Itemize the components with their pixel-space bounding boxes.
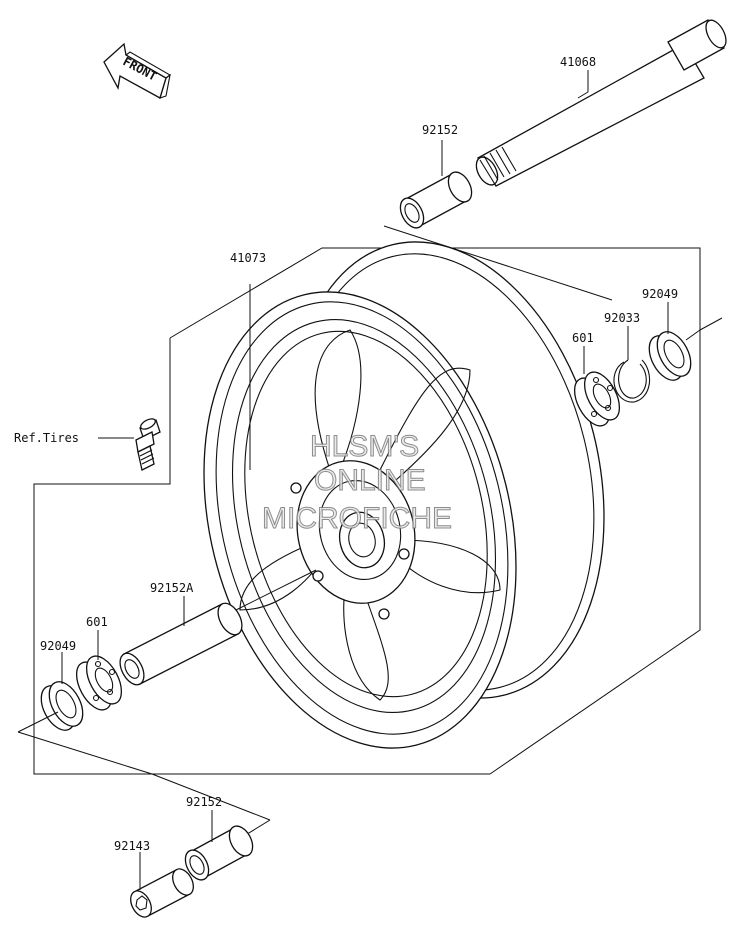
part-number-92033: 92033 — [604, 311, 640, 325]
part-number-92152A: 92152A — [150, 581, 194, 595]
oil-seal-92049-right — [648, 302, 692, 381]
watermark: HLSM'S ONLINE MICROFICHE — [262, 430, 453, 536]
collar-92143 — [130, 852, 194, 918]
watermark-line3: MICROFICHE — [262, 502, 452, 535]
part-number-41068: 41068 — [560, 55, 596, 69]
part-number-92049-left: 92049 — [40, 639, 76, 653]
wheel-41073 — [203, 241, 605, 749]
part-number-92049-right: 92049 — [642, 287, 678, 301]
part-number-601-left: 601 — [86, 615, 108, 629]
part-number-601-right: 601 — [572, 331, 594, 345]
part-number-92143: 92143 — [114, 839, 150, 853]
part-number-92152-top: 92152 — [422, 123, 458, 137]
watermark-line1: HLSM'S — [310, 430, 419, 463]
collar-92152-bottom — [184, 810, 254, 881]
collar-92152-top — [399, 140, 473, 229]
part-number-41073: 41073 — [230, 251, 266, 265]
collar-92152A — [119, 569, 317, 686]
bearing-601-left — [75, 630, 123, 711]
front-axle-41068 — [475, 19, 727, 187]
bearing-601-right — [573, 346, 621, 427]
circlip-92033 — [613, 326, 651, 403]
part-number-92152-bottom: 92152 — [186, 795, 222, 809]
ref-tires-label: Ref.Tires — [14, 431, 79, 445]
watermark-line2: ONLINE — [314, 464, 426, 497]
oil-seal-92049-left — [40, 652, 84, 731]
front-arrow-icon: FRONT — [103, 42, 171, 99]
valve-stem-icon — [98, 418, 161, 471]
